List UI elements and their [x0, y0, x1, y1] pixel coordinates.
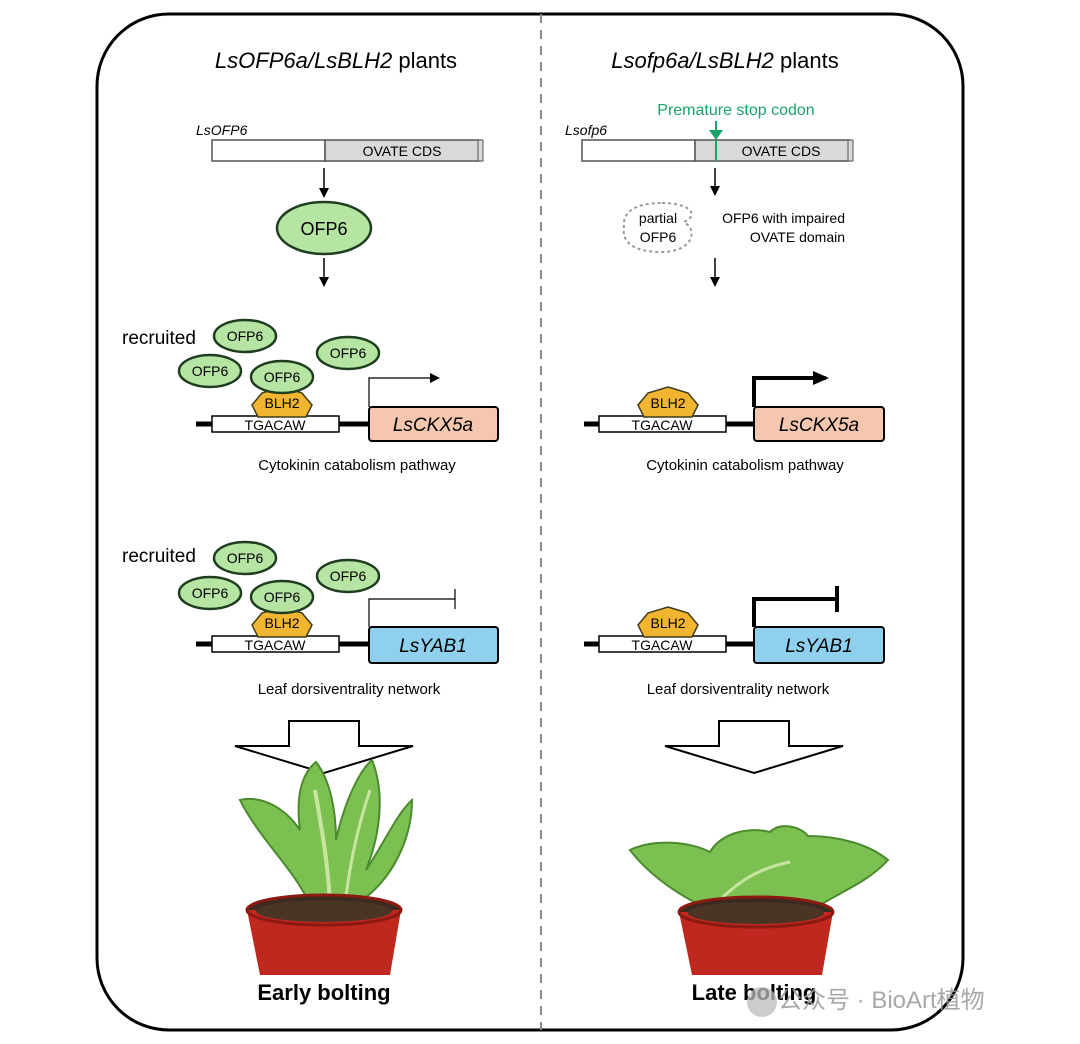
outer-frame	[95, 12, 965, 1032]
left-recruited-label-1: recruited	[122, 328, 196, 349]
premature-stop-codon-label: Premature stop codon	[657, 102, 814, 119]
left-gene-model: OVATE CDS	[211, 139, 484, 162]
ofp6-bubble-label: OFP6	[330, 568, 367, 584]
left-title: LsOFP6a/LsBLH2 plants	[215, 48, 457, 73]
right-yab-network-label: Leaf dorsiventrality network	[647, 681, 830, 698]
impaired-ovate-line1: OFP6 with impaired	[722, 210, 845, 226]
right-lettuce-plant	[628, 825, 890, 975]
right-panel: Lsofp6a/LsBLH2 plants Premature stop cod…	[565, 48, 890, 1005]
left-ofp6-protein-label: OFP6	[300, 219, 347, 239]
right-yab1-module: TGACAW BLH2 LsYAB1 Leaf dorsiventrality …	[584, 586, 885, 698]
tgacaw-motif-label: TGACAW	[245, 637, 307, 653]
ofp6-bubble-label: OFP6	[227, 550, 264, 566]
left-yab-network-label: Leaf dorsiventrality network	[258, 681, 441, 698]
left-yab1-module: recruited OFP6 OFP6 OFP6 TGACAW BLH2 OFP…	[122, 540, 499, 698]
ofp6-bubble-label: OFP6	[192, 363, 229, 379]
blh2-label: BLH2	[650, 395, 685, 411]
blh2-label: BLH2	[264, 395, 299, 411]
left-ckx5a-module: recruited OFP6 OFP6 OFP6 TGACAW BLH2 OFP…	[122, 318, 499, 474]
wechat-icon	[747, 987, 777, 1017]
left-ofp6-protein	[275, 200, 373, 256]
early-bolting-label: Early bolting	[257, 980, 390, 1005]
left-panel: LsOFP6a/LsBLH2 plants LsOFP6 OVATE CDS O…	[122, 48, 499, 1005]
tgacaw-motif-label: TGACAW	[632, 637, 694, 653]
right-gene-label: Lsofp6	[565, 122, 607, 138]
ofp6-bubble-label: OFP6	[264, 369, 301, 385]
right-big-down-arrow	[664, 720, 844, 775]
left-cds-label: OVATE CDS	[363, 143, 442, 159]
right-gene-model: OVATE CDS	[581, 139, 854, 162]
partial-ofp6-line1: partial	[639, 210, 677, 226]
ofp6-bubble-label: OFP6	[264, 589, 301, 605]
partial-ofp6-line2: OFP6	[640, 229, 677, 245]
left-ckx-pathway-label: Cytokinin catabolism pathway	[258, 457, 456, 474]
right-cds-label: OVATE CDS	[742, 143, 821, 159]
right-ckx5a-module: TGACAW BLH2 LsCKX5a Cytokinin catabolism…	[584, 371, 885, 474]
right-title: Lsofp6a/LsBLH2 plants	[611, 48, 839, 73]
blh2-label: BLH2	[264, 615, 299, 631]
watermark: 公众号 · BioArt植物	[747, 987, 985, 1017]
left-lettuce-plant	[238, 758, 414, 975]
ofp6-bubble-label: OFP6	[330, 345, 367, 361]
partial-ofp6-shape	[622, 201, 693, 254]
left-gene-label: LsOFP6	[196, 122, 248, 138]
tgacaw-motif-label: TGACAW	[632, 417, 694, 433]
lsyab1-gene-label: LsYAB1	[785, 636, 853, 657]
lsckx5a-gene-label: LsCKX5a	[393, 415, 473, 436]
left-recruited-label-2: recruited	[122, 546, 196, 567]
impaired-ovate-line2: OVATE domain	[750, 229, 845, 245]
lsyab1-gene-label: LsYAB1	[399, 636, 467, 657]
left-big-down-arrow	[234, 720, 414, 775]
blh2-label: BLH2	[650, 615, 685, 631]
ofp6-bubble-label: OFP6	[227, 328, 264, 344]
tgacaw-motif-label: TGACAW	[245, 417, 307, 433]
watermark-text: 公众号 · BioArt植物	[778, 987, 985, 1014]
ofp6-bubble-label: OFP6	[192, 585, 229, 601]
lsckx5a-gene-label: LsCKX5a	[779, 415, 859, 436]
stop-codon-arrowhead	[709, 130, 723, 140]
right-ckx-pathway-label: Cytokinin catabolism pathway	[646, 457, 844, 474]
